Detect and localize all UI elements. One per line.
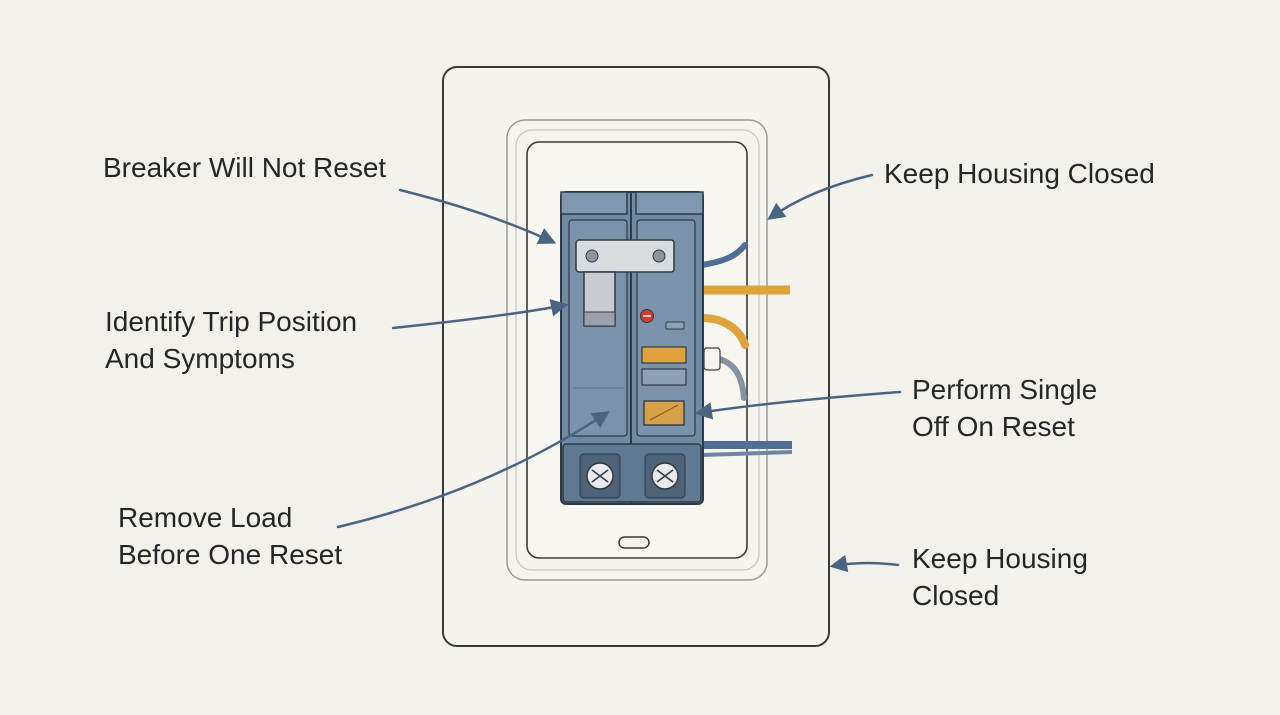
label-perform-reset: Perform Single Off On Reset (912, 371, 1097, 445)
plate-recess-middle (515, 129, 760, 571)
plate-slot (618, 536, 650, 549)
arrow-remove-load (336, 411, 610, 529)
callout-arrows (336, 173, 902, 573)
reset-button-line (649, 404, 679, 421)
small-status-window (665, 321, 685, 330)
wire-clip (703, 347, 721, 371)
label-line: Perform Single (912, 374, 1098, 405)
label-line: Breaker Will Not Reset (103, 152, 387, 183)
label-breaker-will-not-reset: Breaker Will Not Reset (103, 149, 386, 186)
blue-wire-top (699, 242, 748, 268)
blue-wire-bottom-2 (701, 450, 793, 457)
handle-rivet-right (652, 249, 666, 263)
orange-window-top (641, 346, 687, 364)
label-line: Keep Housing (912, 543, 1088, 574)
label-line: Keep Housing Closed (884, 158, 1155, 189)
terminal-screw-right-slot (656, 469, 674, 483)
arrow-keep-housing-top (767, 173, 874, 221)
label-remove-load: Remove Load Before One Reset (118, 499, 342, 573)
plate-recess-outer (506, 119, 768, 581)
label-line: Before One Reset (118, 539, 343, 570)
arrow-perform-reset (694, 390, 902, 420)
label-line: Identify Trip Position (105, 306, 358, 337)
arrow-identify-trip (391, 299, 569, 330)
breaker (560, 191, 704, 505)
handle-rivet-left (585, 249, 599, 263)
label-line: Remove Load (118, 502, 293, 533)
label-line: Off On Reset (912, 411, 1075, 442)
label-keep-housing-top: Keep Housing Closed (884, 155, 1155, 192)
terminal-screw-left-slot (591, 469, 609, 483)
label-identify-trip: Identify Trip Position And Symptoms (105, 303, 357, 377)
label-keep-housing-bottom: Keep Housing Closed (912, 540, 1088, 614)
gray-window (641, 368, 687, 386)
handle-lever-base (583, 311, 616, 327)
label-line: Closed (912, 580, 1000, 611)
breaker-top-right (635, 191, 704, 215)
wires (698, 242, 793, 457)
arrow-keep-housing-bottom (829, 554, 900, 573)
arrow-breaker-will-not-reset (398, 188, 557, 245)
orange-wire-curve (698, 314, 749, 349)
breaker-top-left (560, 191, 628, 215)
label-line: And Symptoms (105, 343, 295, 374)
handle-bar (575, 239, 675, 273)
